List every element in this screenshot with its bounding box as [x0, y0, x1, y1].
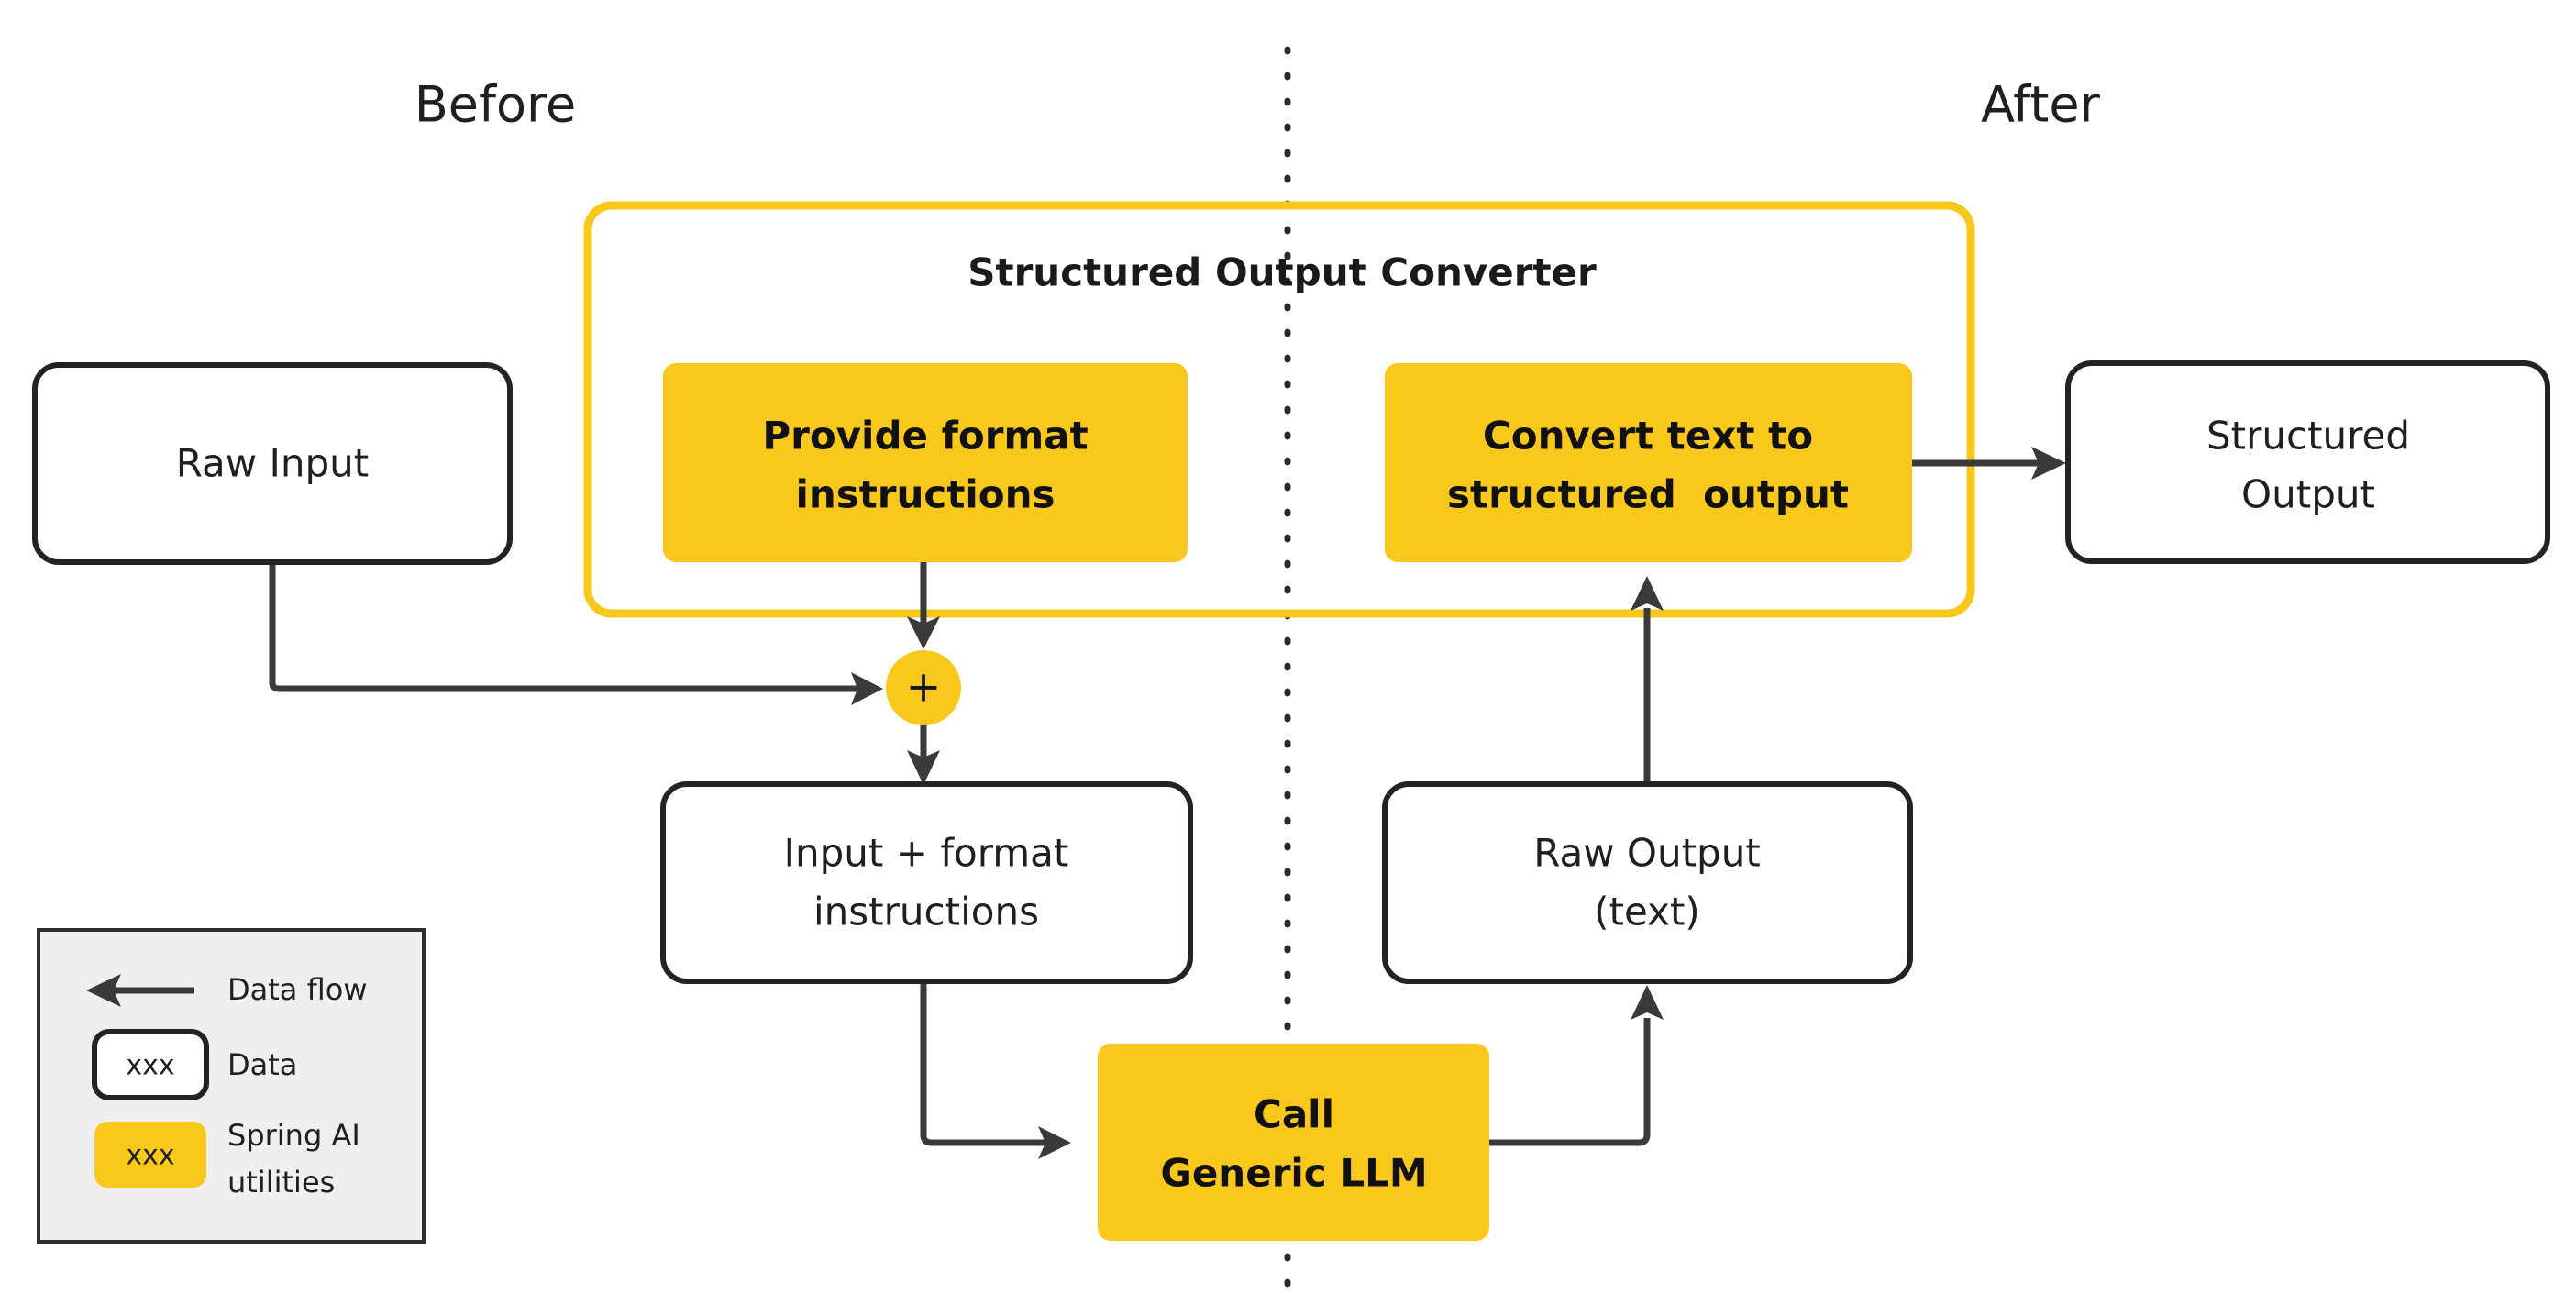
legend-label-spring-ai-line1: Spring AI [227, 1118, 360, 1153]
legend-swatch-utility-text: xxx [126, 1140, 174, 1172]
node-input-plus-format-line1: Input + format [784, 831, 1069, 876]
node-provide-format-instructions-line1: Provide format [762, 414, 1088, 459]
flow-input-format-to-call-llm [920, 983, 1056, 1146]
section-label-before: Before [415, 76, 577, 134]
node-convert-text-box [1385, 363, 1912, 562]
legend-item-data: xxx Data [92, 1029, 297, 1100]
section-label-after: After [1981, 76, 2100, 134]
flow-raw-input-to-merge [269, 564, 871, 692]
node-call-generic-llm[interactable]: Call Generic LLM [1098, 1044, 1489, 1241]
legend-swatch-data-text: xxx [126, 1050, 174, 1082]
arrowhead-call-llm-to-raw-output [1631, 985, 1664, 1020]
legend-swatch-data-box [92, 1029, 209, 1100]
node-raw-input-label: Raw Input [176, 441, 369, 486]
node-structured-output[interactable]: Structured Output [2065, 360, 2550, 564]
group-title: Structured Output Converter [967, 250, 1597, 295]
arrowhead-format-to-merge [907, 616, 940, 649]
legend-item-spring-ai-utilities: xxx Spring AI utilities [94, 1118, 360, 1200]
legend-label-spring-ai-line2: utilities [227, 1165, 335, 1200]
legend-item-data-flow: Data flow [86, 972, 367, 1007]
legend-label-data-flow: Data flow [227, 972, 367, 1007]
node-convert-text-line2: structured output [1447, 472, 1849, 517]
structured-output-converter-group [583, 201, 1975, 618]
arrowhead-raw-input-to-merge [851, 672, 883, 705]
legend-swatch-utility-box [94, 1122, 206, 1188]
node-provide-format-instructions-box [663, 363, 1188, 562]
node-merge-plus[interactable]: + [886, 650, 961, 725]
node-convert-text-line1: Convert text to [1483, 414, 1813, 459]
node-input-plus-format-line2: instructions [813, 890, 1039, 935]
node-merge-plus-circle [886, 650, 961, 725]
node-raw-output-line2: (text) [1594, 890, 1700, 935]
node-call-generic-llm-box [1098, 1044, 1489, 1241]
legend: Data flow xxx Data xxx Spring AI utiliti… [37, 928, 426, 1244]
node-raw-output-box [1382, 781, 1913, 984]
node-raw-input[interactable]: Raw Input [32, 362, 513, 565]
node-provide-format-instructions-line2: instructions [795, 472, 1055, 517]
node-structured-output-line1: Structured [2206, 414, 2410, 459]
node-provide-format-instructions[interactable]: Provide format instructions [663, 363, 1188, 562]
node-structured-output-line2: Output [2241, 472, 2375, 517]
node-raw-input-box [32, 362, 513, 565]
node-raw-output[interactable]: Raw Output (text) [1382, 781, 1913, 984]
node-input-plus-format-instructions[interactable]: Input + format instructions [660, 781, 1193, 984]
node-call-generic-llm-line2: Generic LLM [1160, 1151, 1427, 1196]
legend-label-data: Data [227, 1047, 297, 1082]
node-convert-text-to-structured-output[interactable]: Convert text to structured output [1385, 363, 1912, 562]
node-structured-output-box [2065, 360, 2550, 564]
arrowhead-input-format-to-call-llm [1038, 1126, 1071, 1159]
flow-call-llm-to-raw-output [1488, 1018, 1651, 1146]
node-merge-plus-label: + [906, 662, 942, 712]
arrowhead-merge-to-input-format [907, 750, 940, 785]
data-flow-arrowhead-icon [86, 974, 121, 1007]
node-call-generic-llm-line1: Call [1254, 1092, 1334, 1137]
arrowhead-convert-to-structured-output [2031, 447, 2066, 480]
node-input-plus-format-box [660, 781, 1193, 984]
arrowhead-raw-output-to-convert [1631, 576, 1664, 611]
node-raw-output-line1: Raw Output [1533, 831, 1761, 876]
